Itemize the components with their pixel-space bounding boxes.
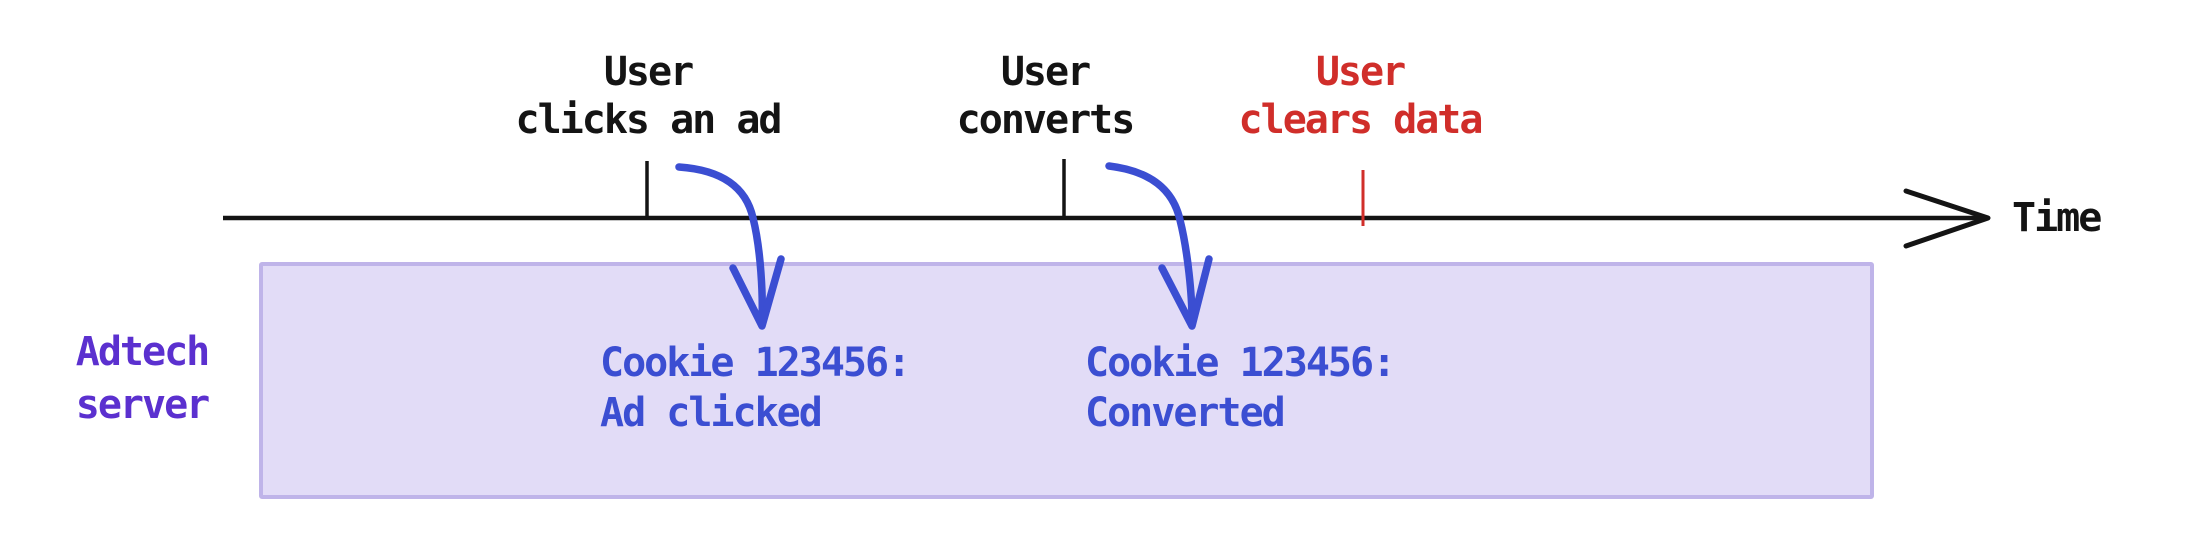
- cookie-record-line-2: Converted: [1085, 390, 1286, 436]
- cookie-record-converted: Cookie 123456: Converted: [1085, 338, 1396, 438]
- arrow-convert-to-cookie-head-icon: [1158, 255, 1213, 330]
- event-label-line-1: User: [1315, 49, 1406, 95]
- time-axis-arrowhead-icon: [1903, 188, 1991, 249]
- cookie-record-line-1: Cookie 123456:: [600, 340, 911, 386]
- adtech-server-label-line-2: server: [75, 382, 211, 428]
- event-label-user-clicks-ad: User clicks an ad: [418, 48, 878, 144]
- arrow-click-to-cookie: [675, 163, 766, 324]
- time-axis-label: Time: [2012, 195, 2102, 241]
- adtech-server-box: [259, 262, 1874, 499]
- arrow-convert-to-cookie: [1105, 162, 1196, 324]
- cookie-record-line-1: Cookie 123456:: [1085, 340, 1396, 386]
- cookie-record-line-2: Ad clicked: [600, 390, 823, 436]
- arrow-click-to-cookie-head-icon: [729, 255, 785, 330]
- event-label-user-converts: User converts: [815, 48, 1275, 144]
- event-label-line-1: User: [603, 49, 694, 95]
- cookie-record-ad-clicked: Cookie 123456: Ad clicked: [600, 338, 911, 438]
- event-label-line-1: User: [1000, 49, 1091, 95]
- event-label-user-clears-data: User clears data: [1130, 48, 1590, 144]
- adtech-server-label-line-1: Adtech: [75, 329, 211, 375]
- event-label-line-2: converts: [956, 97, 1136, 143]
- event-label-line-2: clears data: [1238, 97, 1484, 143]
- adtech-server-label: Adtech server: [2, 326, 282, 432]
- event-label-line-2: clicks an ad: [515, 97, 783, 143]
